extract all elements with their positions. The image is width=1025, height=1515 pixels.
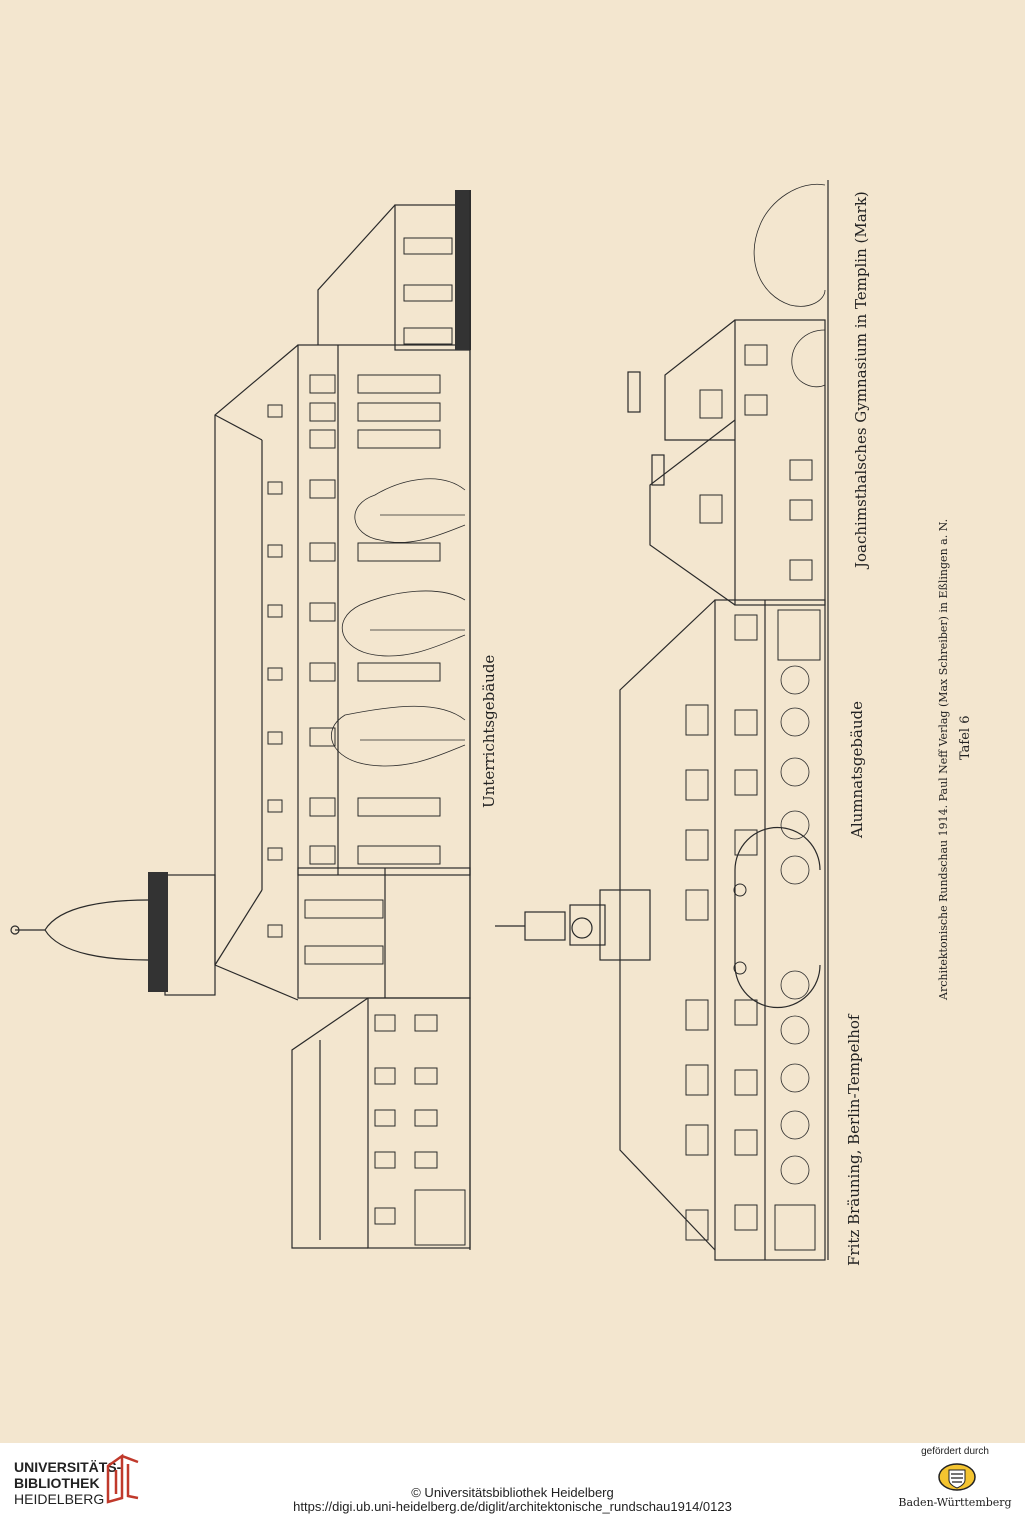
library-line-1: UNIVERSITÄTS-: [14, 1459, 122, 1475]
caption-building-bottom: Alumnatsgebäude: [848, 700, 866, 838]
windows-upper: [267, 237, 466, 1246]
trees-upper: [330, 478, 466, 767]
funded-by-label: gefördert durch: [921, 1446, 989, 1457]
caption-title: Joachimsthalsches Gymnasium in Templin (…: [852, 191, 870, 568]
trees-lower: [753, 183, 826, 1185]
windows-lower: [685, 344, 821, 1251]
funder-name: Baden-Württemberg: [898, 1496, 1012, 1509]
copyright-text: © Universitätsbibliothek Heidelberg: [411, 1485, 614, 1500]
coat-of-arms-icon: [938, 1463, 976, 1491]
caption-architect: Fritz Bräuning, Berlin-Tempelhof: [845, 1014, 863, 1266]
elevation-unterrichtsgebaeude: [10, 190, 471, 1249]
source-url[interactable]: https://digi.ub.uni-heidelberg.de/diglit…: [293, 1499, 732, 1514]
library-logo-icon: [106, 1453, 139, 1504]
library-name[interactable]: UNIVERSITÄTS- BIBLIOTHEK HEIDELBERG: [14, 1459, 121, 1507]
scanned-plate: Unterrichtsgebäude Alumnatsgebäude Fritz…: [0, 0, 1025, 1443]
caption-plate-number: Tafel 6: [958, 715, 973, 760]
caption-building-top: Unterrichtsgebäude: [480, 654, 498, 808]
footer: [0, 1443, 1025, 1515]
caption-publisher: Architektonische Rundschau 1914. Paul Ne…: [937, 518, 950, 1000]
library-line-3: HEIDELBERG: [14, 1491, 105, 1507]
library-line-2: BIBLIOTHEK: [14, 1475, 100, 1491]
architectural-elevations: [10, 180, 829, 1261]
elevation-alumnatsgebaeude: [469, 180, 829, 1261]
